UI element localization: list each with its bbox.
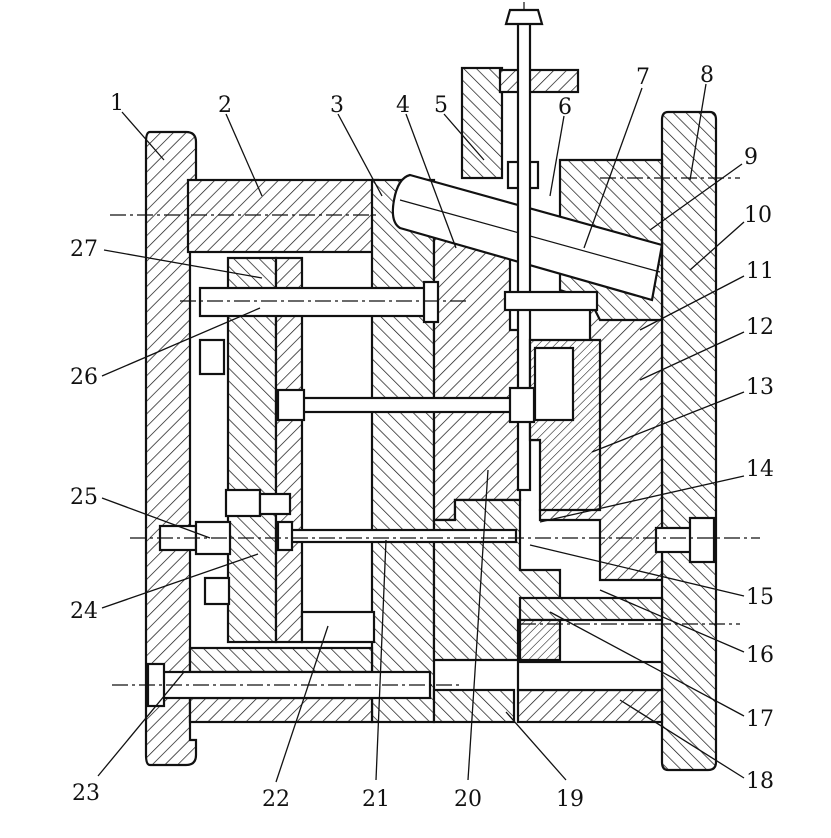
top-plate xyxy=(186,178,380,254)
label-9: 9 xyxy=(744,145,758,170)
label-11: 11 xyxy=(746,259,774,284)
guide-pillar xyxy=(198,286,430,318)
guide-bush xyxy=(533,346,575,422)
part-numbers: 1 2 3 4 5 6 7 8 9 10 11 12 13 14 15 16 1… xyxy=(70,63,774,812)
label-1: 1 xyxy=(110,91,124,116)
screw-4 xyxy=(198,338,226,376)
return-pin-upper-head xyxy=(508,386,536,424)
label-13: 13 xyxy=(746,375,774,400)
top-bolt-head xyxy=(504,8,544,26)
return-pin-upper xyxy=(300,396,514,414)
screw-2 xyxy=(258,492,292,516)
ejector-pin xyxy=(286,528,518,544)
label-25: 25 xyxy=(70,485,98,510)
label-6: 6 xyxy=(558,95,572,120)
label-4: 4 xyxy=(396,93,410,118)
label-15: 15 xyxy=(746,585,774,610)
label-7: 7 xyxy=(636,65,650,90)
guide-pillar-lower xyxy=(516,660,664,692)
label-5: 5 xyxy=(434,93,448,118)
label-16: 16 xyxy=(746,643,774,668)
slide-head xyxy=(503,290,599,312)
guide-pillar-head xyxy=(422,280,440,324)
bottom-right-plate xyxy=(516,688,664,724)
label-26: 26 xyxy=(70,365,98,390)
insert-plate xyxy=(518,618,562,662)
bottom-rail xyxy=(188,696,374,724)
label-14: 14 xyxy=(746,457,774,482)
screw-3 xyxy=(203,576,231,606)
screw-1 xyxy=(224,488,262,518)
label-3: 3 xyxy=(330,93,344,118)
top-fixture-block xyxy=(460,66,504,180)
label-19: 19 xyxy=(556,787,584,812)
label-22: 22 xyxy=(262,787,290,812)
label-23: 23 xyxy=(72,781,100,806)
label-8: 8 xyxy=(700,63,714,88)
label-21: 21 xyxy=(362,787,390,812)
label-17: 17 xyxy=(746,707,774,732)
top-bracket xyxy=(498,68,580,94)
label-2: 2 xyxy=(218,93,232,118)
ejector-pin-head xyxy=(276,520,294,552)
lower-right-plate xyxy=(518,596,664,622)
label-12: 12 xyxy=(746,315,774,340)
bottom-left-plate xyxy=(188,646,374,674)
label-18: 18 xyxy=(746,769,774,794)
leader-lines xyxy=(97,83,745,783)
label-20: 20 xyxy=(454,787,482,812)
support-pillar xyxy=(300,610,376,644)
side-screw-head xyxy=(688,516,716,564)
label-24: 24 xyxy=(70,599,98,624)
return-pin-upper-base xyxy=(276,388,306,422)
label-27: 27 xyxy=(70,237,98,262)
label-10: 10 xyxy=(744,203,772,228)
moving-clamp-plate xyxy=(660,110,718,772)
ejector-plate xyxy=(274,256,304,644)
